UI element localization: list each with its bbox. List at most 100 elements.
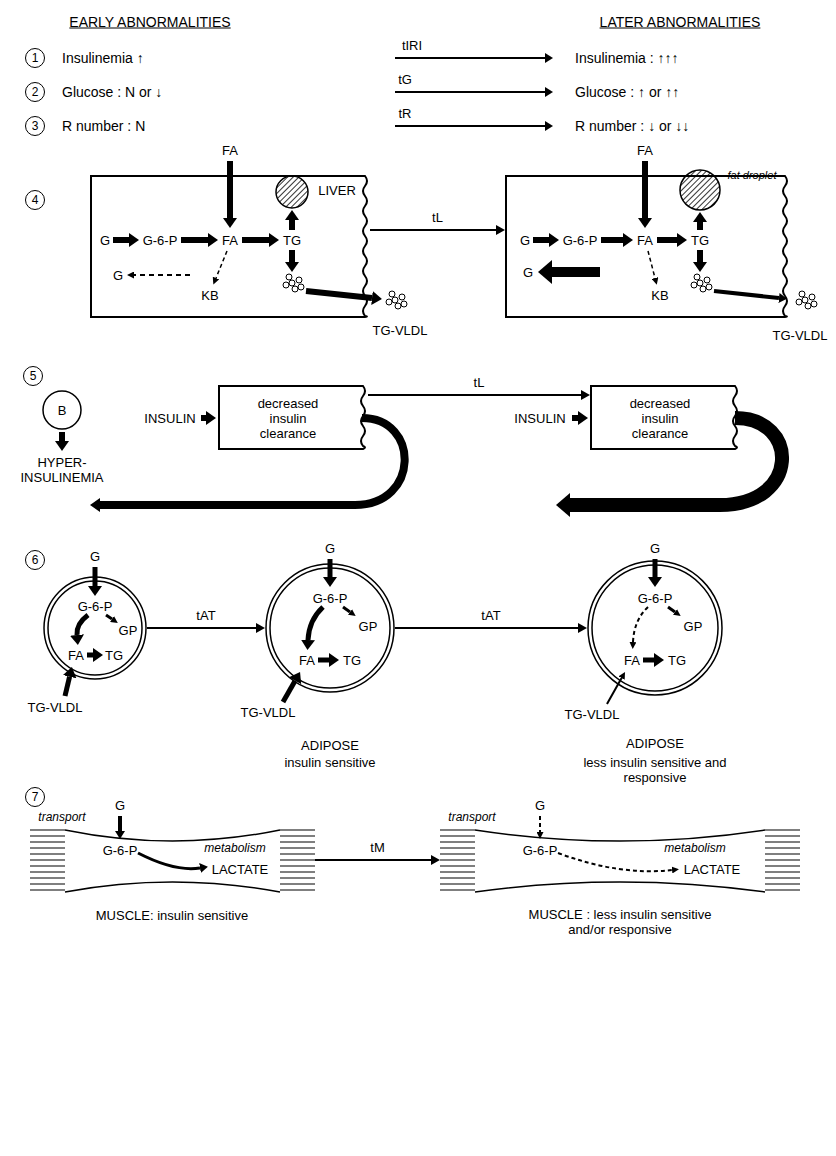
striation — [765, 883, 800, 884]
node-text: G — [523, 265, 533, 280]
striation — [30, 847, 65, 848]
transition-label: tAT — [479, 608, 502, 623]
node-text: G-6-P — [103, 843, 138, 858]
flux-arrow — [533, 237, 549, 243]
fiber-outline — [475, 830, 765, 841]
flux-arrow — [227, 161, 233, 218]
node-text: G — [325, 541, 335, 556]
striation — [30, 865, 65, 866]
node-text: G — [520, 233, 530, 248]
state-text: Glucose : ↑ or ↑↑ — [575, 84, 679, 101]
node-text: transport — [38, 810, 85, 825]
muscle-fiber: transportGG-6-PmetabolismLACTATE — [30, 828, 315, 892]
node-text: TG — [691, 233, 709, 248]
flux-arrow — [118, 816, 122, 831]
striation — [440, 859, 475, 860]
callout-number: 1 — [25, 48, 45, 68]
flux-arrow — [308, 607, 323, 640]
striation — [280, 883, 315, 884]
striation — [765, 877, 800, 878]
flux-arrow — [65, 677, 70, 696]
node-outline — [587, 560, 723, 696]
cell-membrane — [43, 391, 81, 429]
transition-label: tL — [472, 375, 487, 390]
striation — [30, 841, 65, 842]
state-text: Insulinemia : ↑↑↑ — [575, 50, 678, 67]
flux-arrow — [106, 615, 112, 619]
node-text: TG — [343, 653, 361, 668]
dashed-arrow — [134, 274, 190, 276]
node-text: metabolism — [204, 841, 265, 856]
flux-arrow — [714, 291, 779, 298]
node-text: FA — [222, 233, 238, 248]
flux-arrow — [138, 853, 200, 869]
cell-border — [506, 176, 787, 317]
cell-membrane — [270, 568, 390, 688]
node-text: G-6-P — [523, 843, 558, 858]
liver-cell: FAfat dropletGG-6-PFATGGKBTG-VLDL — [505, 175, 790, 318]
cell-membrane — [588, 561, 722, 695]
transition-arrow — [395, 627, 578, 629]
node-text: G-6-P — [143, 233, 178, 248]
muscle-fiber: transportGG-6-PmetabolismLACTATE — [440, 828, 800, 892]
node-text: GP — [684, 619, 703, 634]
state-text: HYPER- INSULINEMIA — [20, 455, 103, 485]
flux-arrow — [59, 432, 65, 441]
node-text: G-6-P — [563, 233, 598, 248]
flux-arrow — [87, 653, 93, 658]
striation — [440, 841, 475, 842]
striation — [30, 877, 65, 878]
cell-border — [219, 386, 365, 449]
node-text: LACTATE — [684, 862, 741, 877]
dashed-arrow — [558, 853, 672, 871]
fat-droplet — [276, 176, 308, 208]
node-text: B — [58, 403, 67, 418]
striation — [280, 829, 315, 830]
hormone-label: INSULIN — [144, 411, 195, 426]
cell-membrane — [592, 565, 718, 691]
callout-number: 4 — [25, 190, 45, 210]
fiber-outline — [475, 882, 765, 892]
striation — [765, 847, 800, 848]
liver-cell: FALIVERGG-6-PFATGGKBTG-VLDL — [90, 175, 370, 318]
flux-arrow — [642, 161, 648, 218]
transition-arrow — [395, 125, 545, 127]
transition-label: tAT — [194, 608, 217, 623]
striation — [440, 835, 475, 836]
striation — [765, 859, 800, 860]
flux-arrow — [343, 607, 350, 612]
striation — [280, 841, 315, 842]
node-text: TG — [283, 233, 301, 248]
striation — [280, 859, 315, 860]
vldl-particles — [386, 291, 407, 309]
node-text: G-6-P — [638, 591, 673, 606]
glucose-output-arrow — [552, 267, 600, 277]
flux-arrow — [201, 415, 206, 421]
tissue-caption: MUSCLE: insulin sensitive — [96, 908, 248, 923]
node-text: TG-VLDL — [773, 328, 828, 343]
flux-arrow — [283, 681, 295, 702]
callout-number: 5 — [23, 366, 43, 386]
flux-arrow — [697, 250, 703, 262]
flux-arrow — [572, 415, 578, 421]
node-text: FA — [299, 653, 315, 668]
tissue-caption: ADIPOSE — [626, 736, 684, 751]
node-outline — [440, 828, 800, 892]
flux-arrow — [657, 237, 677, 243]
flux-arrow — [289, 220, 295, 230]
node-text: KB — [201, 288, 218, 303]
cell-border — [91, 176, 367, 317]
striation — [280, 889, 315, 890]
callout-number: 2 — [25, 82, 45, 102]
striation — [280, 835, 315, 836]
cell-membrane — [266, 564, 394, 692]
striation — [440, 871, 475, 872]
flux-arrow — [242, 237, 269, 243]
node-text: TG — [668, 653, 686, 668]
clearance-box: decreased insulin clearance — [590, 385, 740, 450]
node-text: FA — [624, 653, 640, 668]
callout-number: 3 — [25, 116, 45, 136]
node-text: FA — [637, 143, 653, 158]
node-text: TG-VLDL — [241, 705, 296, 720]
